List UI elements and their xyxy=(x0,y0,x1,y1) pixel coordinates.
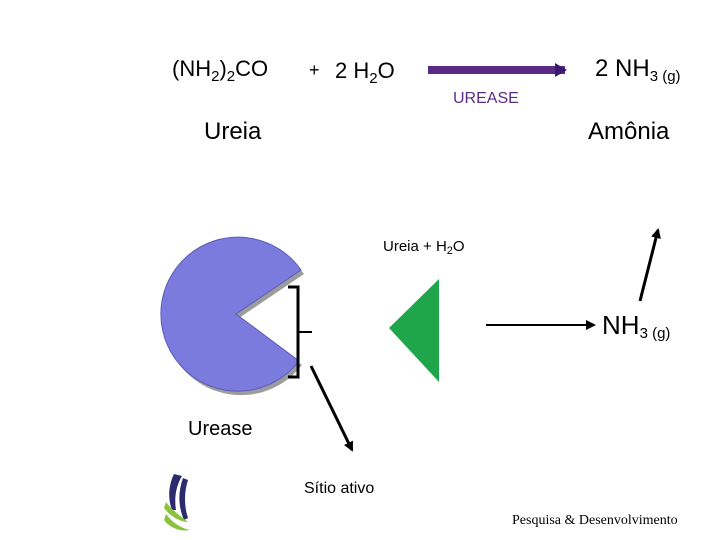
footer-text: Pesquisa & Desenvolvimento xyxy=(512,513,678,528)
urease-label: Urease xyxy=(188,418,253,440)
enzyme-label: UREASE xyxy=(453,90,519,107)
urea-label: Ureia xyxy=(204,118,262,145)
active-site-label: Sítio ativo xyxy=(304,480,375,497)
company-logo xyxy=(164,474,190,531)
gas-escape-arrow xyxy=(638,228,661,302)
ammonia-label: Amônia xyxy=(588,118,670,145)
equation-ammonia-formula: 2 NH3 (g) xyxy=(595,55,681,85)
active-site-arrow xyxy=(309,365,354,452)
urease-enzyme-shape xyxy=(160,236,302,392)
equation-water-formula: 2 H2O xyxy=(335,58,395,87)
substrate-shape xyxy=(389,279,439,382)
equation-plus-sign: + xyxy=(309,60,320,80)
substrate-label: Ureia + H2O xyxy=(383,238,465,257)
ammonia-gas-label: NH3 (g) xyxy=(602,310,671,342)
equation-urea-formula: (NH2)2CO xyxy=(172,56,269,85)
